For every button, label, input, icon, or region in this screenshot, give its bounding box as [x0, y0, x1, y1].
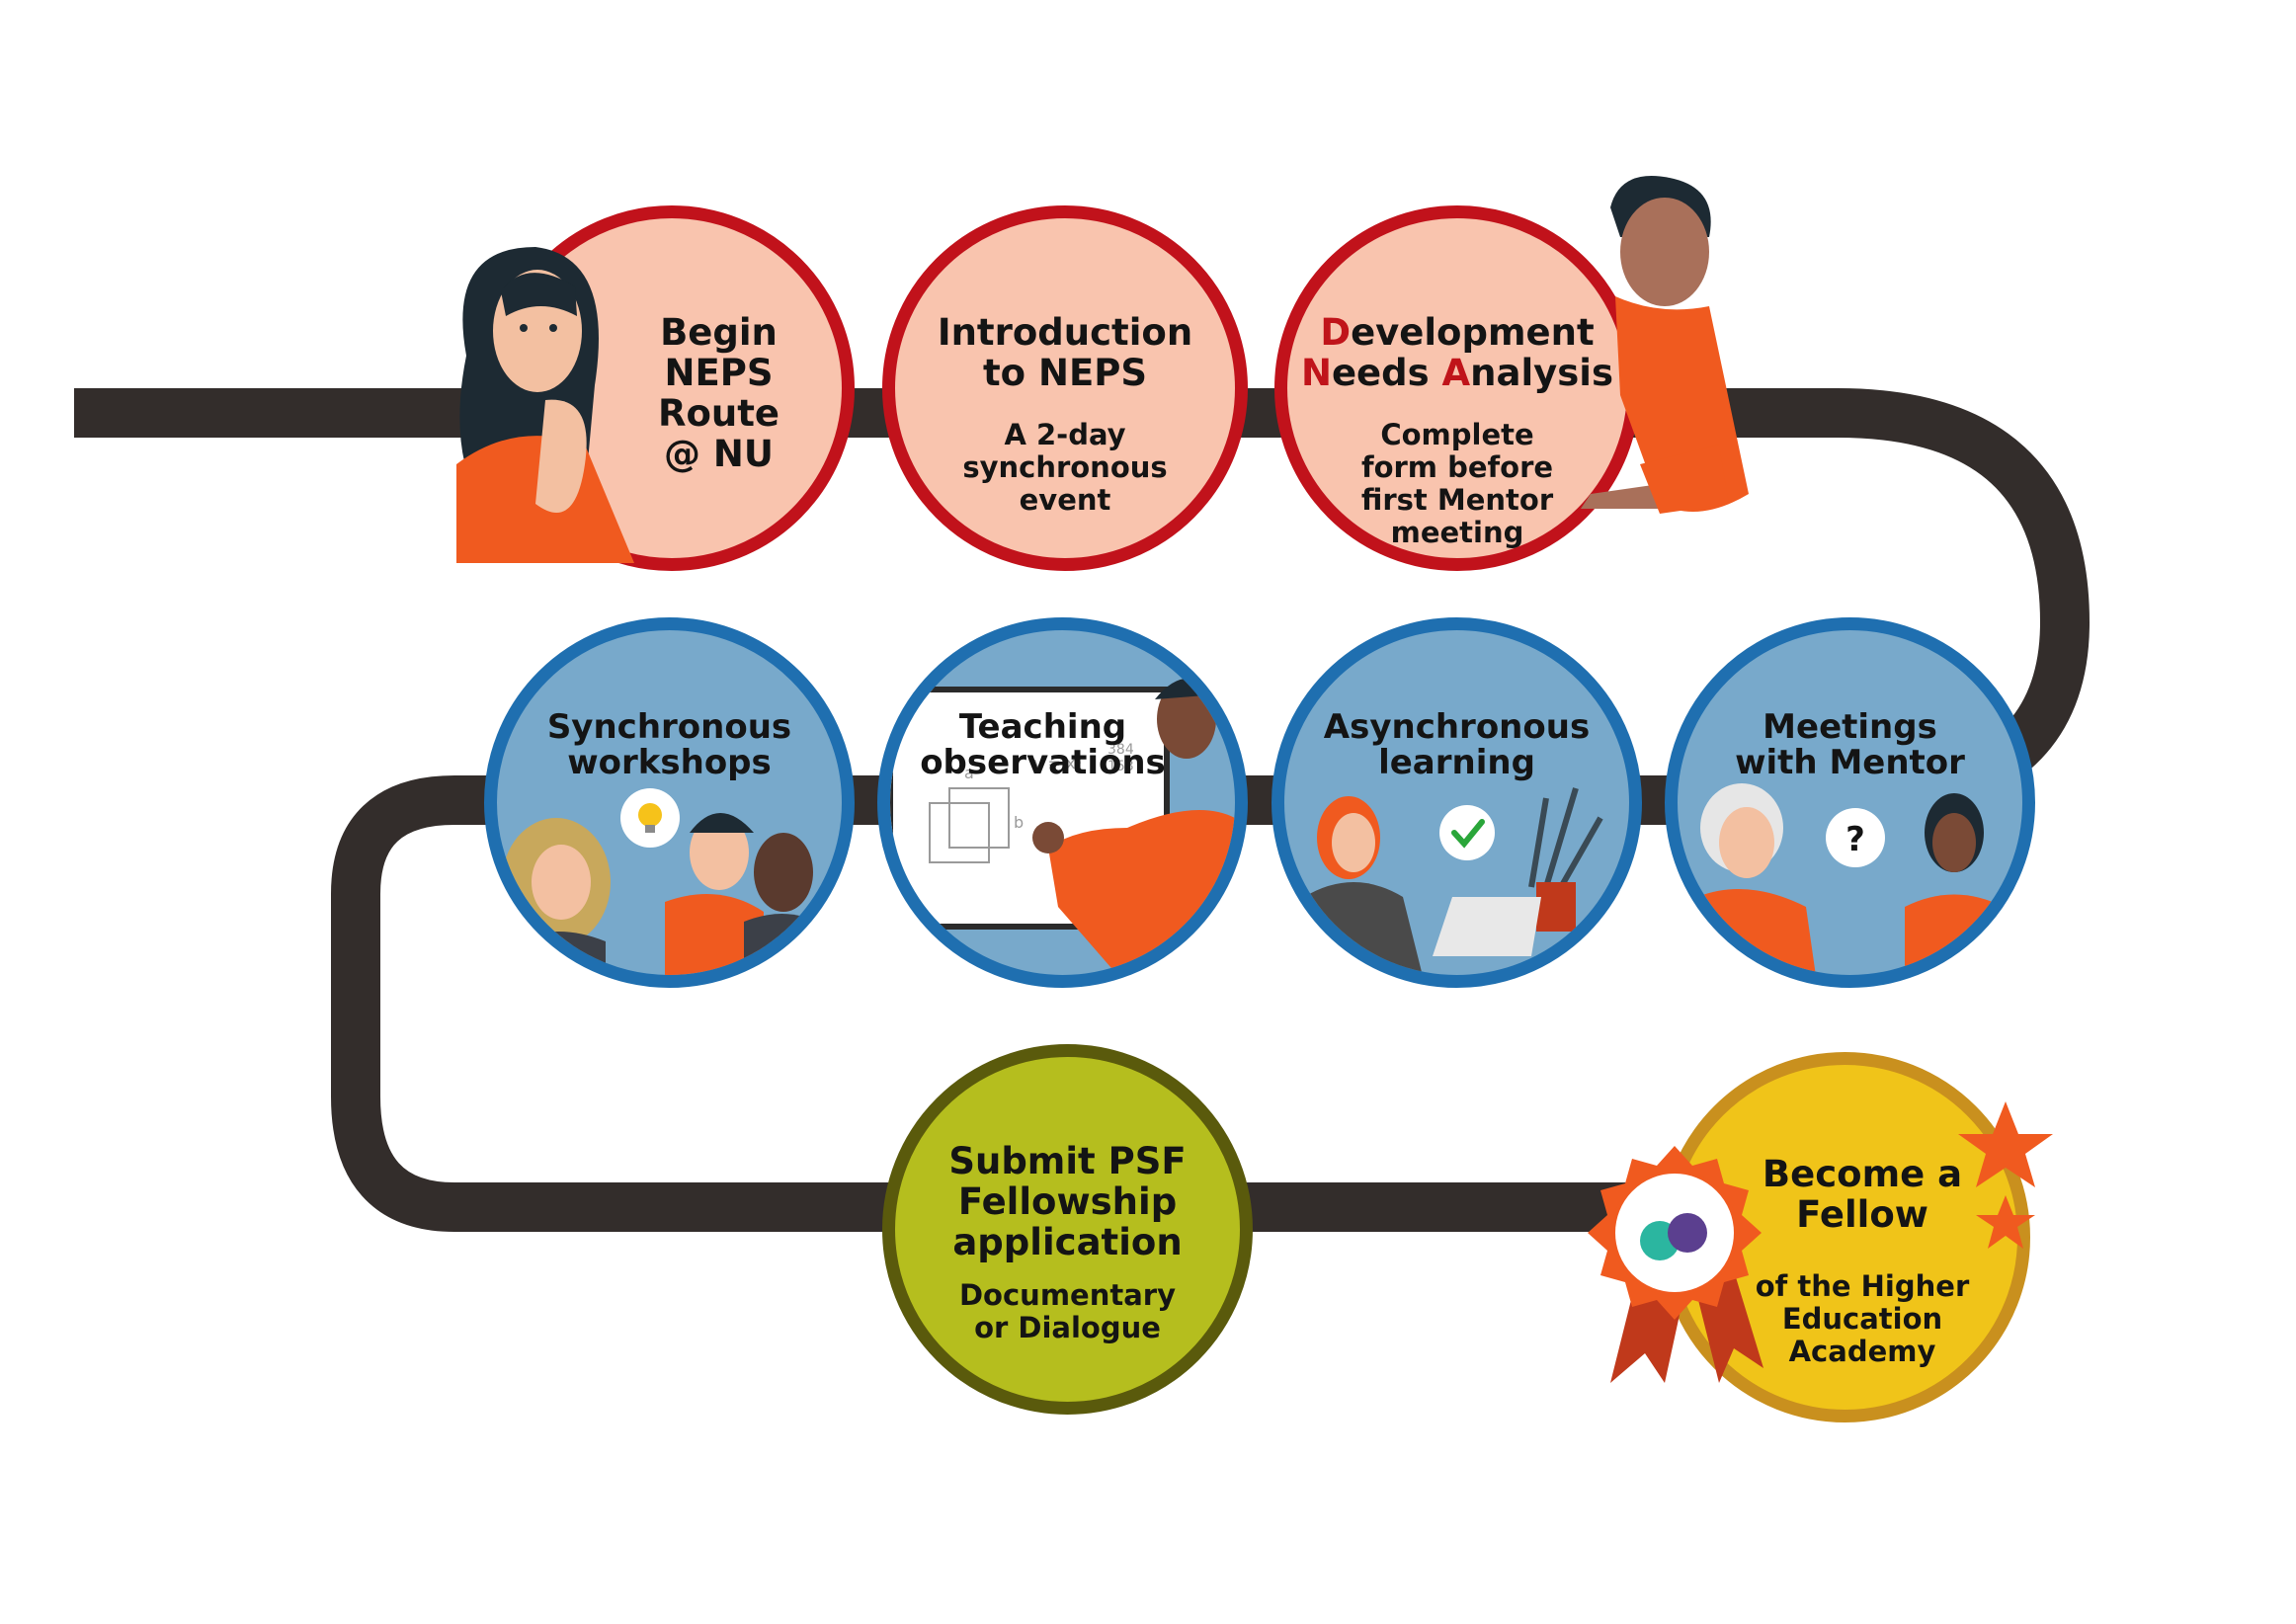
step-dna-title: Development Needs Analysis [1300, 311, 1614, 394]
mentor-meeting-illustration: ? [1697, 783, 2013, 975]
step-workshops-title: Synchronous workshops [546, 707, 792, 782]
rosette-icon [1588, 1146, 1763, 1383]
board-mark-b: b [1014, 813, 1024, 832]
step-teaching-observations: a b y = x² 384 153 Teaching observations [877, 617, 1248, 988]
star-icons [1958, 1101, 2053, 1249]
step-submit-application: Submit PSF Fellowship application Docume… [882, 1044, 1253, 1415]
step-development-needs-analysis: Development Needs Analysis Complete form… [1274, 205, 1640, 571]
step-intro-title: Introduction to NEPS [937, 311, 1193, 394]
step-dna-subtitle: Complete form before first Mentor meetin… [1360, 418, 1554, 549]
board-mark-384: 384 [1107, 742, 1134, 758]
step-observations-title: Teaching observations [920, 707, 1166, 782]
small-star-icon [1976, 1195, 2035, 1249]
step-begin-title: Begin NEPS Route @ NU [657, 311, 780, 475]
step-async-title: Asynchronous learning [1323, 707, 1591, 782]
lightbulb-icon [638, 803, 662, 827]
board-mark-153: 153 [1107, 759, 1134, 774]
checkmark-icon [1451, 819, 1485, 849]
board-mark-a: a [964, 764, 974, 782]
large-star-icon [1958, 1101, 2053, 1187]
step-intro: Introduction to NEPS A 2-day synchronous… [882, 205, 1248, 571]
step-submit-title: Submit PSF Fellowship application [948, 1140, 1187, 1263]
step-submit-subtitle: Documentary or Dialogue [958, 1278, 1176, 1344]
thinking-woman-illustration [456, 247, 634, 563]
pointing-man-illustration [1581, 176, 1749, 514]
workshop-people-illustration [502, 788, 833, 975]
whiteboard-illustration: a b y = x² 384 153 [890, 678, 1235, 975]
step-asynchronous-learning: Asynchronous learning [1271, 617, 1642, 988]
step-synchronous-workshops: Synchronous workshops [484, 617, 855, 988]
question-bubble-text: ? [1845, 820, 1865, 859]
board-mark-equation: y = x² [1033, 754, 1082, 772]
step-intro-subtitle: A 2-day synchronous event [962, 418, 1168, 517]
step-meetings-with-mentor: Meetings with Mentor ? [1665, 617, 2035, 988]
step-mentor-title: Meetings with Mentor [1735, 707, 1965, 782]
step-fellow-subtitle: of the Higher Education Academy [1755, 1269, 1970, 1368]
step-fellow-title: Become a Fellow [1762, 1153, 1963, 1236]
laptop-learner-illustration [1304, 787, 1603, 975]
